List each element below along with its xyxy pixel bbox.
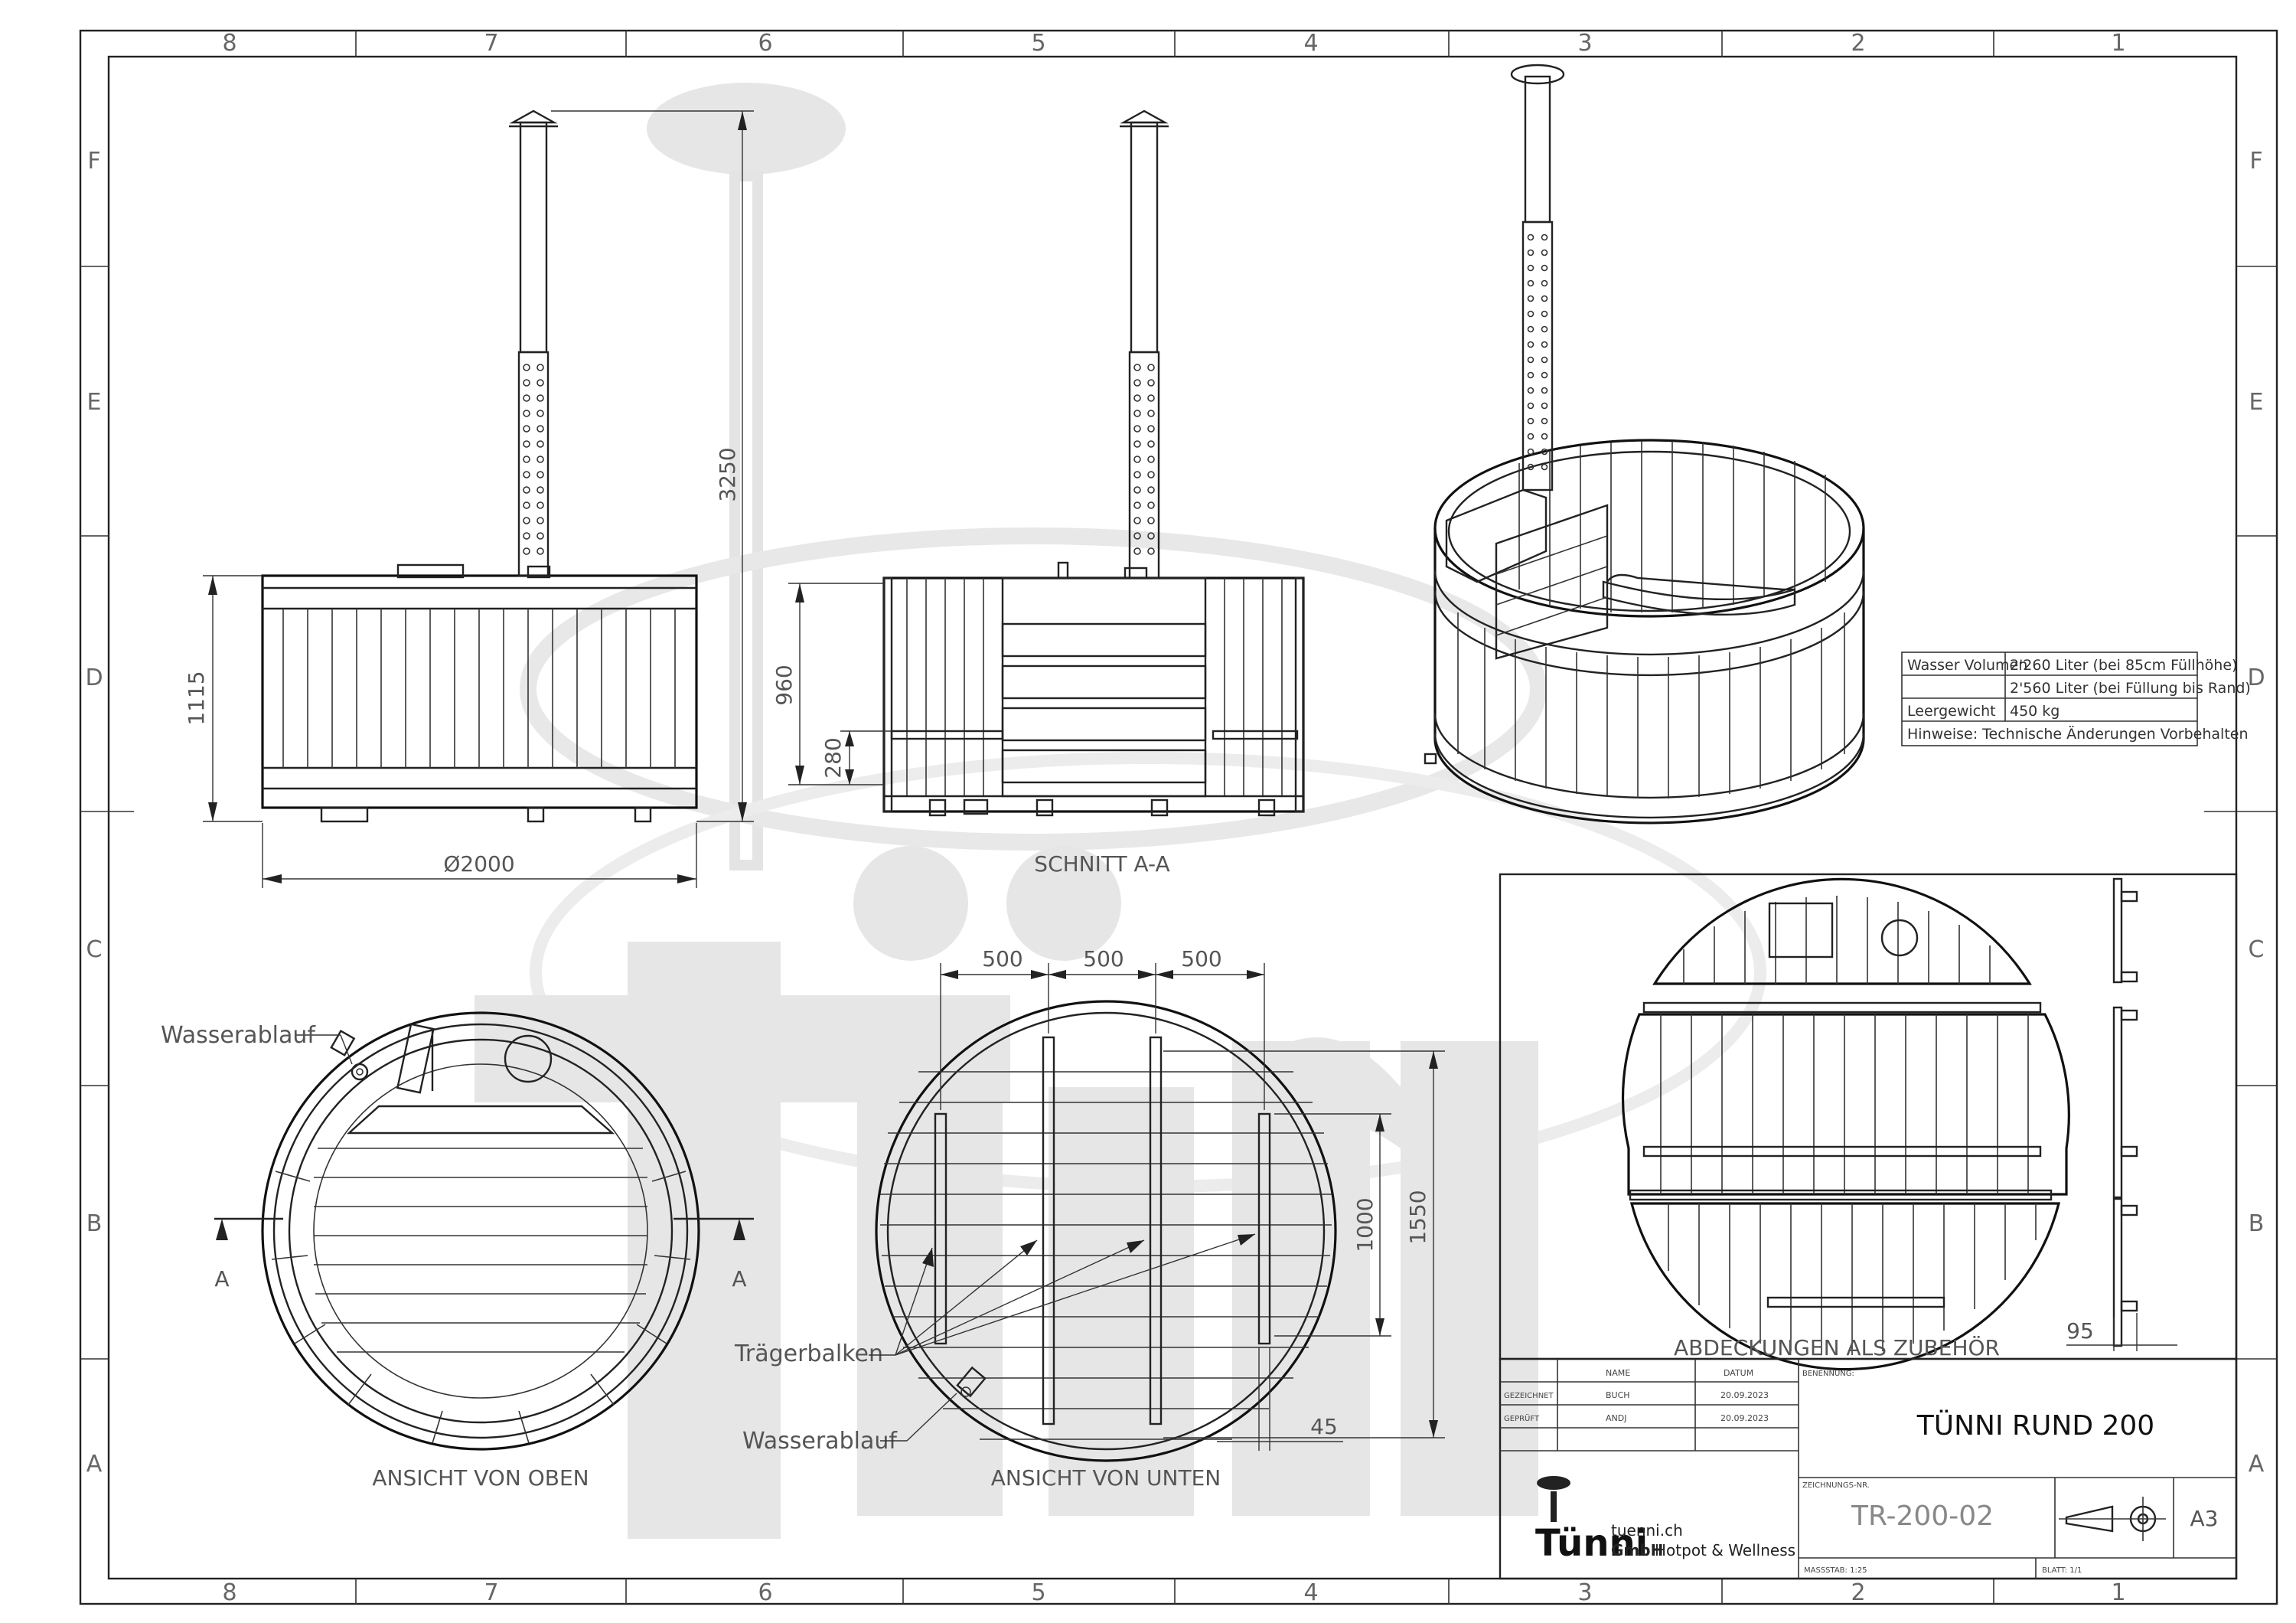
bottom-view-caption: ANSICHT VON UNTEN bbox=[991, 1465, 1221, 1491]
frame-col-label: 2 bbox=[1851, 1579, 1865, 1606]
drawing-title: TÜNNI RUND 200 bbox=[1916, 1409, 2154, 1442]
tb-header-datum: DATUM bbox=[1724, 1368, 1753, 1378]
frame-col-label: 2 bbox=[1851, 30, 1865, 57]
frame-col-label: 4 bbox=[1303, 30, 1318, 57]
dim-1115: 1115 bbox=[184, 671, 209, 725]
dim-960: 960 bbox=[771, 665, 797, 705]
frame-row-label: A bbox=[86, 1451, 103, 1478]
spec-row-value: 450 kg bbox=[2010, 703, 2060, 720]
frame-col-label: 4 bbox=[1303, 1579, 1318, 1606]
covers-caption: ABDECKUNGEN ALS ZUBEHÖR bbox=[1674, 1334, 2000, 1360]
dim-1550: 1550 bbox=[1405, 1190, 1430, 1244]
top-view-caption: ANSICHT VON OBEN bbox=[372, 1465, 589, 1491]
tb-geprueft-date: 20.09.2023 bbox=[1720, 1413, 1769, 1423]
section-caption: SCHNITT A-A bbox=[1034, 851, 1169, 877]
frame-col-label: 7 bbox=[484, 1579, 498, 1606]
dim-500: 500 bbox=[1181, 946, 1221, 972]
company-gmbh: GmbH bbox=[1611, 1541, 1663, 1559]
frame-col-label: 8 bbox=[222, 1579, 236, 1606]
wasserablauf-label: Wasserablauf bbox=[742, 1428, 898, 1455]
dim-45: 45 bbox=[1310, 1414, 1338, 1439]
frame-row-label: D bbox=[85, 665, 103, 691]
frame-col-label: 8 bbox=[222, 30, 236, 57]
tb-gezeichnet-name: BUCH bbox=[1606, 1390, 1630, 1400]
dim-1000: 1000 bbox=[1352, 1197, 1378, 1252]
tb-massstab: MASSSTAB: 1:25 bbox=[1804, 1566, 1867, 1575]
tunni-watermark bbox=[475, 83, 1766, 1539]
frame-col-label: 5 bbox=[1031, 30, 1045, 57]
frame-col-label: 1 bbox=[2111, 1579, 2125, 1606]
tb-gezeichnet-label: GEZEICHNET bbox=[1504, 1392, 1554, 1400]
frame-row-label: B bbox=[2249, 1210, 2265, 1237]
spec-row-value: 2'260 Liter (bei 85cm Füllhöhe) bbox=[2010, 657, 2237, 674]
tb-geprueft-name: ANDJ bbox=[1606, 1413, 1626, 1423]
traegerbalken-label: Trägerbalken bbox=[734, 1341, 883, 1367]
frame-row-label: B bbox=[86, 1210, 103, 1237]
bottom-view: 500 500 500 1000 1550 45 Trägerbalken Wa… bbox=[734, 946, 1445, 1491]
covers-view: 95 ABDECKUNGEN ALS ZUBEHÖR bbox=[1499, 873, 2238, 1371]
frame-row-label: F bbox=[2249, 148, 2262, 175]
section-mark-a: A bbox=[214, 1266, 229, 1292]
spec-row-value: 2'560 Liter (bei Füllung bis Rand) bbox=[2010, 680, 2251, 697]
frame-row-label: C bbox=[2249, 936, 2265, 963]
paper-format: A3 bbox=[2190, 1506, 2219, 1531]
company-tagline: Hotpot & Wellness bbox=[1655, 1541, 1795, 1559]
side-view: 3250 1115 Ø2000 bbox=[184, 109, 754, 888]
dim-diameter: Ø2000 bbox=[443, 851, 514, 877]
drawing-frame: 8 7 6 5 4 3 2 1 8 7 6 5 4 3 2 1 F E D C … bbox=[79, 29, 2278, 1606]
frame-col-label: 6 bbox=[758, 1579, 772, 1606]
projection-symbol-icon bbox=[2059, 1497, 2166, 1541]
drawing-number: TR-200-02 bbox=[1851, 1501, 1994, 1532]
tb-zeichnungsnr-label: ZEICHNUNGS-NR. bbox=[1802, 1481, 1870, 1490]
spec-note: Hinweise: Technische Änderungen Vorbehal… bbox=[1907, 725, 2249, 743]
frame-col-label: 6 bbox=[758, 30, 772, 57]
frame-col-label: 5 bbox=[1031, 1579, 1045, 1606]
frame-col-label: 1 bbox=[2111, 30, 2125, 57]
dim-95: 95 bbox=[2066, 1318, 2094, 1344]
top-view: Wasserablauf A A ANSICHT VON OBEN bbox=[161, 1011, 754, 1491]
tb-header-benennung: BENENNUNG: bbox=[1802, 1370, 1854, 1378]
frame-col-label: 3 bbox=[1577, 30, 1592, 57]
frame-row-label: A bbox=[2249, 1451, 2265, 1478]
frame-row-label: D bbox=[2247, 665, 2265, 691]
section-mark-a: A bbox=[732, 1266, 746, 1292]
frame-col-label: 7 bbox=[484, 30, 498, 57]
frame-row-label: E bbox=[87, 389, 102, 416]
tb-header-name: NAME bbox=[1606, 1368, 1630, 1378]
tb-blatt: BLATT: 1/1 bbox=[2042, 1566, 2082, 1575]
frame-row-label: C bbox=[86, 936, 103, 963]
frame-row-label: F bbox=[87, 148, 100, 175]
dim-500: 500 bbox=[1083, 946, 1124, 972]
wasserablauf-label: Wasserablauf bbox=[161, 1022, 316, 1049]
isometric-view bbox=[1424, 64, 1865, 825]
dim-3250: 3250 bbox=[715, 447, 740, 501]
dim-280: 280 bbox=[820, 737, 846, 778]
dim-500: 500 bbox=[982, 946, 1022, 972]
spec-row-label: Leergewicht bbox=[1907, 703, 1996, 720]
company-web: tuenni.ch bbox=[1611, 1521, 1683, 1540]
frame-col-label: 3 bbox=[1577, 1579, 1592, 1606]
tb-gezeichnet-date: 20.09.2023 bbox=[1720, 1390, 1769, 1400]
tb-geprueft-label: GEPRÜFT bbox=[1504, 1413, 1540, 1423]
frame-row-label: E bbox=[2249, 389, 2264, 416]
company-logo: Tünni bbox=[1535, 1476, 1648, 1565]
spec-table: Wasser Volumen 2'260 Liter (bei 85cm Fül… bbox=[1901, 651, 2251, 746]
company-logo-text: Tünni bbox=[1535, 1522, 1648, 1565]
section-view: 960 280 SCHNITT A-A bbox=[771, 109, 1305, 877]
spec-row-label: Wasser Volumen bbox=[1907, 657, 2027, 674]
title-block: NAME DATUM BENENNUNG: GEZEICHNET BUCH 20… bbox=[1499, 1357, 2238, 1580]
